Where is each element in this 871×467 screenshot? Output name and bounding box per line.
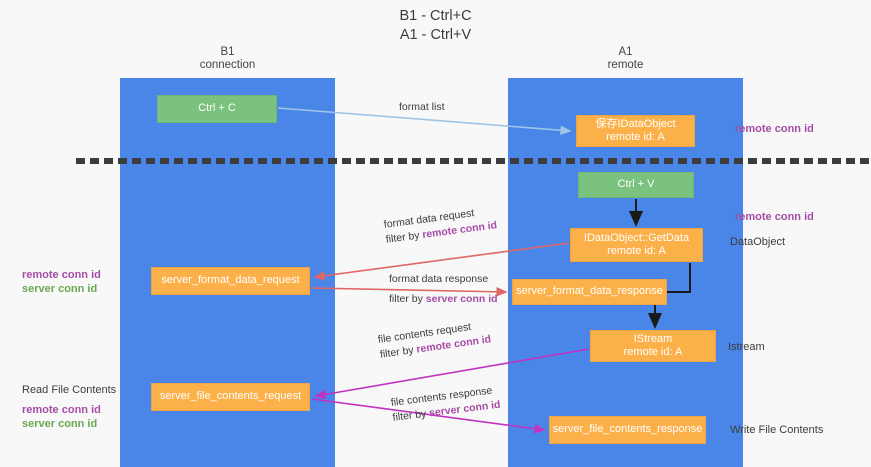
edge-label-format-data-request: format data request filter by remote con…: [383, 203, 498, 247]
edge-label-format-data-response: format data response filter by server co…: [389, 272, 498, 307]
node-server-format-data-response[interactable]: server_format_data_response: [512, 279, 667, 305]
edge-label-format-data-request-filter-prefix: filter by: [385, 229, 424, 246]
title-line-1: B1 - Ctrl+C: [399, 8, 472, 24]
lane-b1-role: connection: [199, 59, 256, 71]
node-ctrl-c-label: Ctrl + C: [198, 102, 236, 115]
node-istream[interactable]: IStream remote id: A: [590, 330, 716, 362]
lane-b1-name: B1: [220, 46, 235, 58]
edge-label-format-data-response-filter-prefix: filter by: [389, 293, 426, 305]
annotation-dataobject: DataObject: [730, 236, 786, 248]
node-ctrl-c[interactable]: Ctrl + C: [157, 95, 277, 123]
edge-label-format-list-text: format list: [399, 101, 445, 113]
node-idataobject-getdata[interactable]: IDataObject::GetData remote id: A: [570, 228, 703, 262]
lane-a1-name: A1: [618, 46, 633, 58]
edge-label-format-data-response-filter-key: server conn id: [425, 293, 498, 305]
annotation-left2-remote-conn-id: remote conn id: [22, 404, 101, 416]
page-title: B1 - Ctrl+C A1 - Ctrl+V: [0, 7, 871, 45]
annotation-left-read-file-contents: Read File Contents remote conn id server…: [22, 383, 116, 431]
edge-label-file-contents-response: file contents response filter by server …: [390, 383, 501, 426]
node-server-format-data-request[interactable]: server_format_data_request: [151, 267, 310, 295]
node-server-file-contents-response[interactable]: server_file_contents_response: [549, 416, 706, 444]
annotation-remote-conn-id-top: remote conn id: [735, 123, 814, 135]
edge-label-format-list: format list: [399, 100, 445, 115]
annotation-left-conn-ids-format: remote conn id server conn id: [22, 268, 101, 296]
lane-header-b1: B1 connection: [120, 46, 335, 72]
edge-label-file-contents-request-filter-prefix: filter by: [379, 343, 418, 361]
annotation-istream: Istream: [728, 341, 765, 353]
phase-divider: [76, 158, 871, 164]
node-save-idataobject[interactable]: 保存IDataObject remote id: A: [576, 115, 695, 147]
node-idataobject-getdata-subtitle: remote id: A: [607, 245, 666, 257]
node-server-file-contents-request[interactable]: server_file_contents_request: [151, 383, 310, 411]
node-save-idataobject-title: 保存IDataObject: [595, 117, 676, 130]
node-istream-subtitle: remote id: A: [623, 346, 683, 358]
lane-a1-role: remote: [607, 59, 644, 71]
annotation-left-remote-conn-id: remote conn id: [22, 269, 101, 281]
node-server-file-contents-response-label: server_file_contents_response: [552, 423, 703, 436]
node-ctrl-v-label: Ctrl + V: [617, 178, 655, 191]
lane-header-a1: A1 remote: [508, 46, 743, 72]
edge-label-file-contents-response-filter-prefix: filter by: [391, 407, 430, 424]
annotation-remote-conn-id-middle: remote conn id: [735, 211, 814, 223]
annotation-write-file-contents: Write File Contents: [730, 424, 824, 436]
edge-label-format-data-response-text: format data response: [389, 273, 489, 285]
node-ctrl-v[interactable]: Ctrl + V: [578, 172, 694, 198]
annotation-left2-server-conn-id: server conn id: [22, 418, 98, 430]
node-save-idataobject-subtitle: remote id: A: [606, 131, 665, 143]
node-server-file-contents-request-label: server_file_contents_request: [159, 390, 302, 403]
annotation-read-file-contents: Read File Contents: [22, 384, 117, 396]
title-line-2: A1 - Ctrl+V: [399, 27, 472, 43]
annotation-left-server-conn-id: server conn id: [22, 283, 98, 295]
node-server-format-data-request-label: server_format_data_request: [161, 274, 300, 287]
node-idataobject-getdata-title: IDataObject::GetData: [583, 231, 690, 244]
node-istream-title: IStream: [633, 332, 673, 345]
node-server-format-data-response-label: server_format_data_response: [516, 285, 663, 298]
edge-label-file-contents-request: file contents request filter by remote c…: [377, 317, 492, 362]
